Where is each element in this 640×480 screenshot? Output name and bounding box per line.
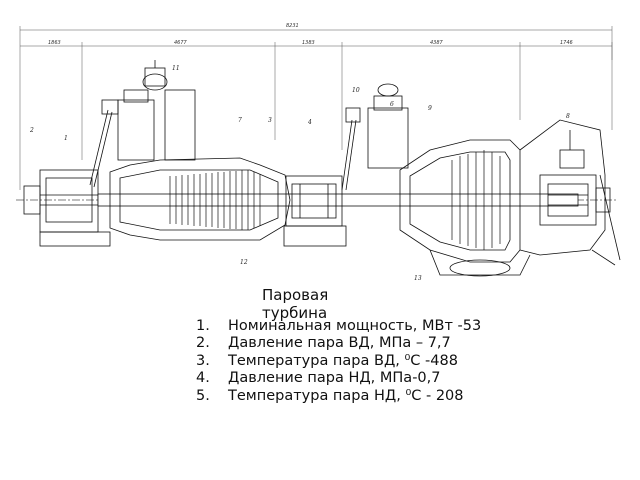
dimension-lines <box>19 26 613 190</box>
segment-dimension-label: 1383 <box>302 40 315 46</box>
segment-dimension-label: 1746 <box>560 40 573 46</box>
callout-number: 1 <box>64 135 68 142</box>
callout-number: 10 <box>352 87 360 94</box>
spec-number: 3. <box>196 352 210 369</box>
callout-number: 8 <box>566 113 570 120</box>
segment-dimension-label: 1863 <box>48 40 61 46</box>
spec-text: Давление пара НД, МПа-0,7 <box>228 370 441 387</box>
callout-number: 4 <box>307 119 312 126</box>
steam-turbine-section-drawing: 8231 1863 4677 1383 4387 1746 <box>16 23 621 282</box>
callout-number: 9 <box>428 105 432 112</box>
spec-item: 1. Номинальная мощность, МВт -53 <box>196 318 496 335</box>
segment-dimension-label: 4387 <box>430 40 444 46</box>
spec-number: 1. <box>196 318 210 334</box>
callout-number: 2 <box>29 127 34 134</box>
spec-item: 2. Давление пара ВД, МПа – 7,7 <box>196 335 496 352</box>
callout-number: 12 <box>240 259 248 266</box>
callout-number: 3 <box>268 117 272 124</box>
drawing-caption: Паровая турбина <box>262 286 329 322</box>
callout-labels: 2 1 11 7 3 4 10 6 9 8 12 13 <box>29 65 570 282</box>
spec-text: Давление пара ВД, МПа – 7,7 <box>228 335 451 352</box>
spec-list: 1. Номинальная мощность, МВт -53 2. Давл… <box>196 318 496 405</box>
overall-dimension-label: 8231 <box>286 23 299 29</box>
callout-number: 13 <box>414 275 422 282</box>
callout-number: 11 <box>172 65 180 72</box>
spec-text: Номинальная мощность, МВт -53 <box>228 318 482 334</box>
spec-item: 5. Температура пара НД, ⁰С - 208 <box>196 388 496 405</box>
spec-text: Температура пара НД, ⁰С - 208 <box>228 387 464 404</box>
callout-number: 6 <box>390 101 394 108</box>
turbine-body <box>23 60 621 277</box>
callout-number: 7 <box>238 117 242 124</box>
spec-number: 2. <box>196 335 210 352</box>
spec-item: 3. Температура пара ВД, ⁰С -488 <box>196 353 496 370</box>
spec-item: 4. Давление пара НД, МПа-0,7 <box>196 370 496 387</box>
segment-dimension-label: 4677 <box>174 40 188 46</box>
spec-text: Температура пара ВД, ⁰С -488 <box>228 352 458 369</box>
spec-number: 4. <box>196 370 210 387</box>
spec-number: 5. <box>196 387 210 404</box>
